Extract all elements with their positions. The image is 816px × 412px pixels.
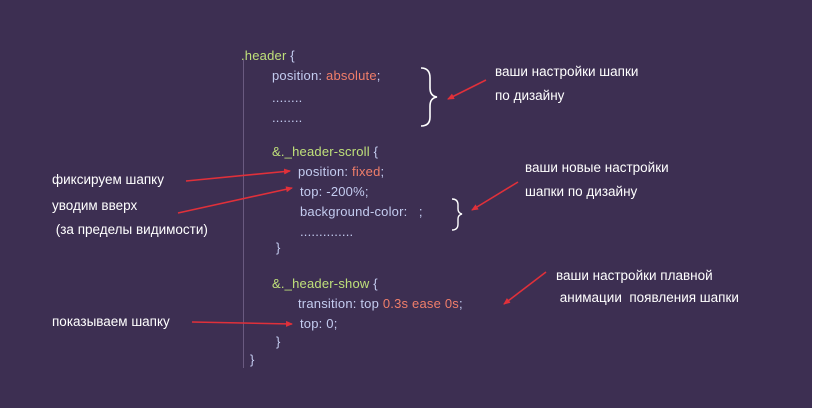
value-top: -200% [326, 184, 365, 199]
value-fixed: fixed [352, 164, 381, 179]
small-curly-bracket-icon [451, 198, 463, 231]
curly-bracket-icon [420, 67, 438, 127]
open-brace: { [369, 144, 379, 159]
note-new-settings-1: ваши новые настройки [525, 160, 669, 175]
scroll-selector: &._header-scroll [272, 144, 370, 159]
colon: : [352, 296, 361, 311]
colon: : [403, 204, 416, 219]
show-selector: &._header-show [272, 276, 370, 291]
colon: : [318, 68, 327, 83]
property-top: top [300, 184, 319, 199]
code-line-header-show: &._header-show { [272, 276, 378, 292]
code-line-header: .header { [241, 48, 295, 64]
value-transition-property: top [360, 296, 380, 311]
semicolon: ; [376, 68, 381, 83]
semicolon: ; [459, 296, 463, 311]
header-selector: .header [241, 48, 287, 63]
colon: : [318, 184, 327, 199]
value-transition-duration: 0.3s [382, 296, 409, 311]
code-line-top-2: top: 0; [300, 316, 338, 332]
semicolon: ; [380, 164, 385, 179]
colon: : [344, 164, 353, 179]
code-line-dots-2: ........ [272, 110, 303, 125]
indent-guide [243, 60, 244, 368]
note-animation-2: анимации появления шапки [556, 290, 739, 305]
arrow-icon [185, 168, 291, 182]
property-position: position [272, 68, 319, 83]
value-transition-timing: ease [412, 296, 442, 311]
code-line-scroll-position: position: fixed; [298, 164, 384, 180]
code-line-close-show: } [276, 334, 281, 349]
code-line-close-header: } [250, 352, 255, 367]
note-move-up-2: (за пределы видимости) [52, 222, 208, 237]
property-top: top [300, 316, 319, 331]
code-line-position: position: absolute; [272, 68, 381, 84]
property-position: position [298, 164, 345, 179]
semicolon: ; [364, 184, 369, 199]
arrow-icon [447, 79, 487, 100]
arrow-icon [191, 320, 293, 327]
property-background-color: background-color [300, 204, 404, 219]
code-line-dots-1: ........ [272, 90, 303, 105]
arrow-icon [471, 181, 519, 211]
value-background: ; [415, 204, 423, 219]
value-top-zero: 0 [326, 316, 334, 331]
code-line-dots-3: .............. [300, 224, 354, 239]
arrow-icon [177, 186, 293, 214]
code-line-header-scroll: &._header-scroll { [272, 144, 378, 160]
colon: : [318, 316, 327, 331]
note-new-settings-2: шапки по дизайну [525, 184, 638, 199]
property-transition: transition [298, 296, 353, 311]
note-move-up-1: уводим вверх [52, 198, 138, 213]
value-absolute: absolute [326, 68, 377, 83]
note-header-settings-2: по дизайну [495, 88, 565, 103]
note-animation-1: ваши настройки плавной [556, 268, 713, 283]
note-fix-header: фиксируем шапку [52, 172, 164, 187]
code-line-background: background-color: ; [300, 204, 423, 220]
note-show-header: показываем шапку [52, 314, 170, 329]
code-line-top: top: -200%; [300, 184, 369, 200]
code-line-transition: transition: top 0.3s ease 0s; [298, 296, 463, 312]
open-brace: { [369, 276, 378, 291]
semicolon: ; [333, 316, 338, 331]
code-line-close-scroll: } [276, 240, 281, 255]
value-transition-delay: 0s [444, 296, 459, 311]
arrow-icon [503, 271, 547, 305]
note-header-settings-1: ваши настройки шапки [495, 64, 639, 79]
open-brace: { [286, 48, 295, 63]
